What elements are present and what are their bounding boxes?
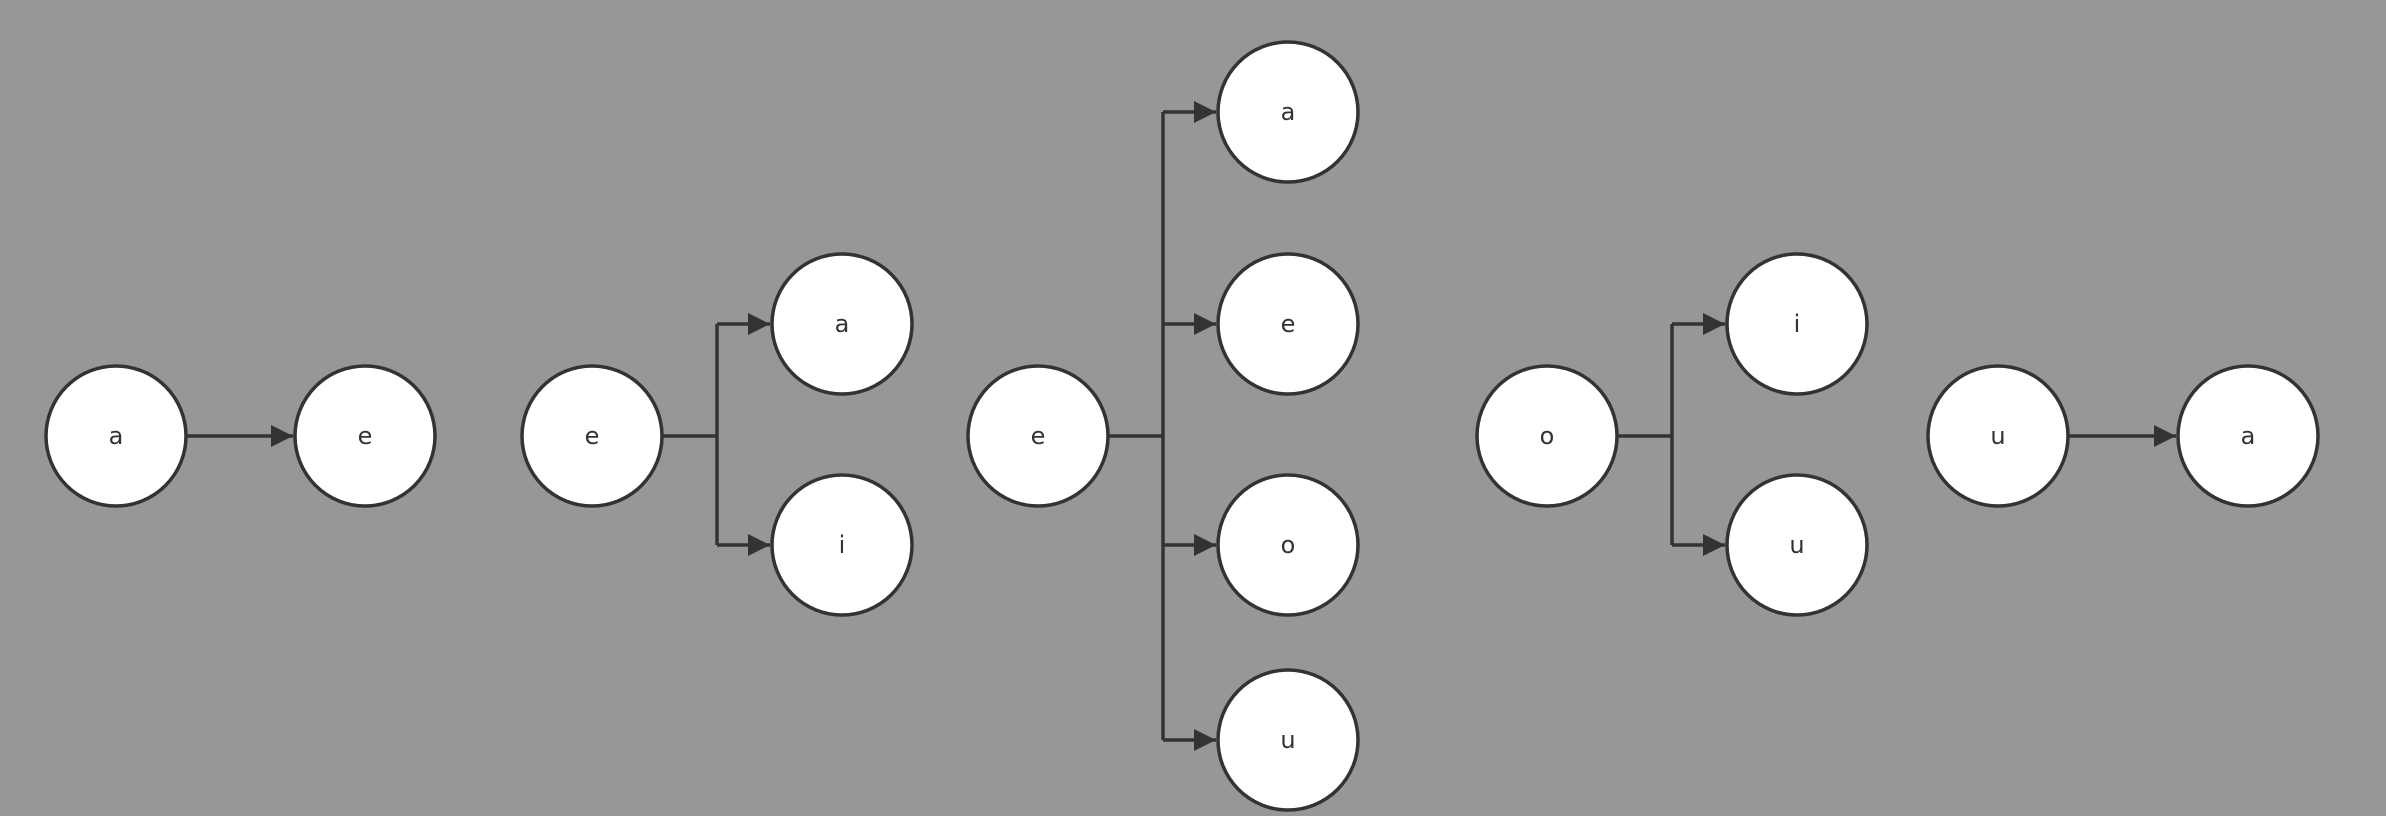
tree-1-root-node-circle [44, 364, 188, 508]
tree-2-root-node: e [520, 364, 664, 508]
tree-5-child-node-1-label: a [2241, 422, 2256, 450]
tree-5-root-node: u [1926, 364, 2070, 508]
tree-3-child-node-2-label: e [1281, 310, 1296, 338]
tree-3-child-node-1: a [1216, 40, 1360, 184]
tree-3-child-node-1-label: a [1281, 98, 1296, 126]
tree-3-child-node-2-circle [1216, 252, 1360, 396]
tree-3-child-node-4: u [1216, 668, 1360, 812]
tree-5-child-node-1-circle [2176, 364, 2320, 508]
tree-3-root-node: e [966, 364, 1110, 508]
tree-3-child-node-3-circle [1216, 473, 1360, 617]
edges-layer [186, 101, 2176, 751]
tree-3-root-node-label: e [1031, 422, 1046, 450]
tree-2-child-node-1-circle [770, 252, 914, 396]
tree-5-root-node-circle [1926, 364, 2070, 508]
tree-5-root-node-label: u [1990, 422, 2005, 450]
tree-4-child-node-2: u [1725, 473, 1869, 617]
tree-1-child-node-1: e [293, 364, 437, 508]
tree-4-root-node-label: o [1540, 422, 1555, 450]
tree-4-child-node-1-label: i [1794, 310, 1801, 338]
tree-4-child-node-2-circle [1725, 473, 1869, 617]
tree-4-child-node-1: i [1725, 252, 1869, 396]
tree-3-child-node-3-label: o [1281, 531, 1296, 559]
tree-3-child-node-1-circle [1216, 40, 1360, 184]
tree-5-child-node-1: a [2176, 364, 2320, 508]
tree-2-child-node-1-label: a [835, 310, 850, 338]
tree-4-child-node-2-label: u [1789, 531, 1804, 559]
tree-2-root-node-circle [520, 364, 664, 508]
nodes-layer: a e e a i e a e o u o i u u a [44, 40, 2320, 812]
tree-1-root-node-label: a [109, 422, 124, 450]
tree-3-child-node-4-label: u [1280, 726, 1295, 754]
tree-4-root-node: o [1475, 364, 1619, 508]
tree-2-child-node-1: a [770, 252, 914, 396]
tree-2-child-node-2: i [770, 473, 914, 617]
tree-3-child-node-3: o [1216, 473, 1360, 617]
tree-4-root-node-circle [1475, 364, 1619, 508]
tree-3-root-node-circle [966, 364, 1110, 508]
tree-1-child-node-1-label: e [358, 422, 373, 450]
tree-1-root-node: a [44, 364, 188, 508]
tree-3-child-node-2: e [1216, 252, 1360, 396]
tree-2-child-node-2-label: i [839, 531, 846, 559]
tree-2-child-node-2-circle [770, 473, 914, 617]
tree-1-child-node-1-circle [293, 364, 437, 508]
tree-3-child-node-4-circle [1216, 668, 1360, 812]
tree-2-root-node-label: e [585, 422, 600, 450]
tree-4-child-node-1-circle [1725, 252, 1869, 396]
